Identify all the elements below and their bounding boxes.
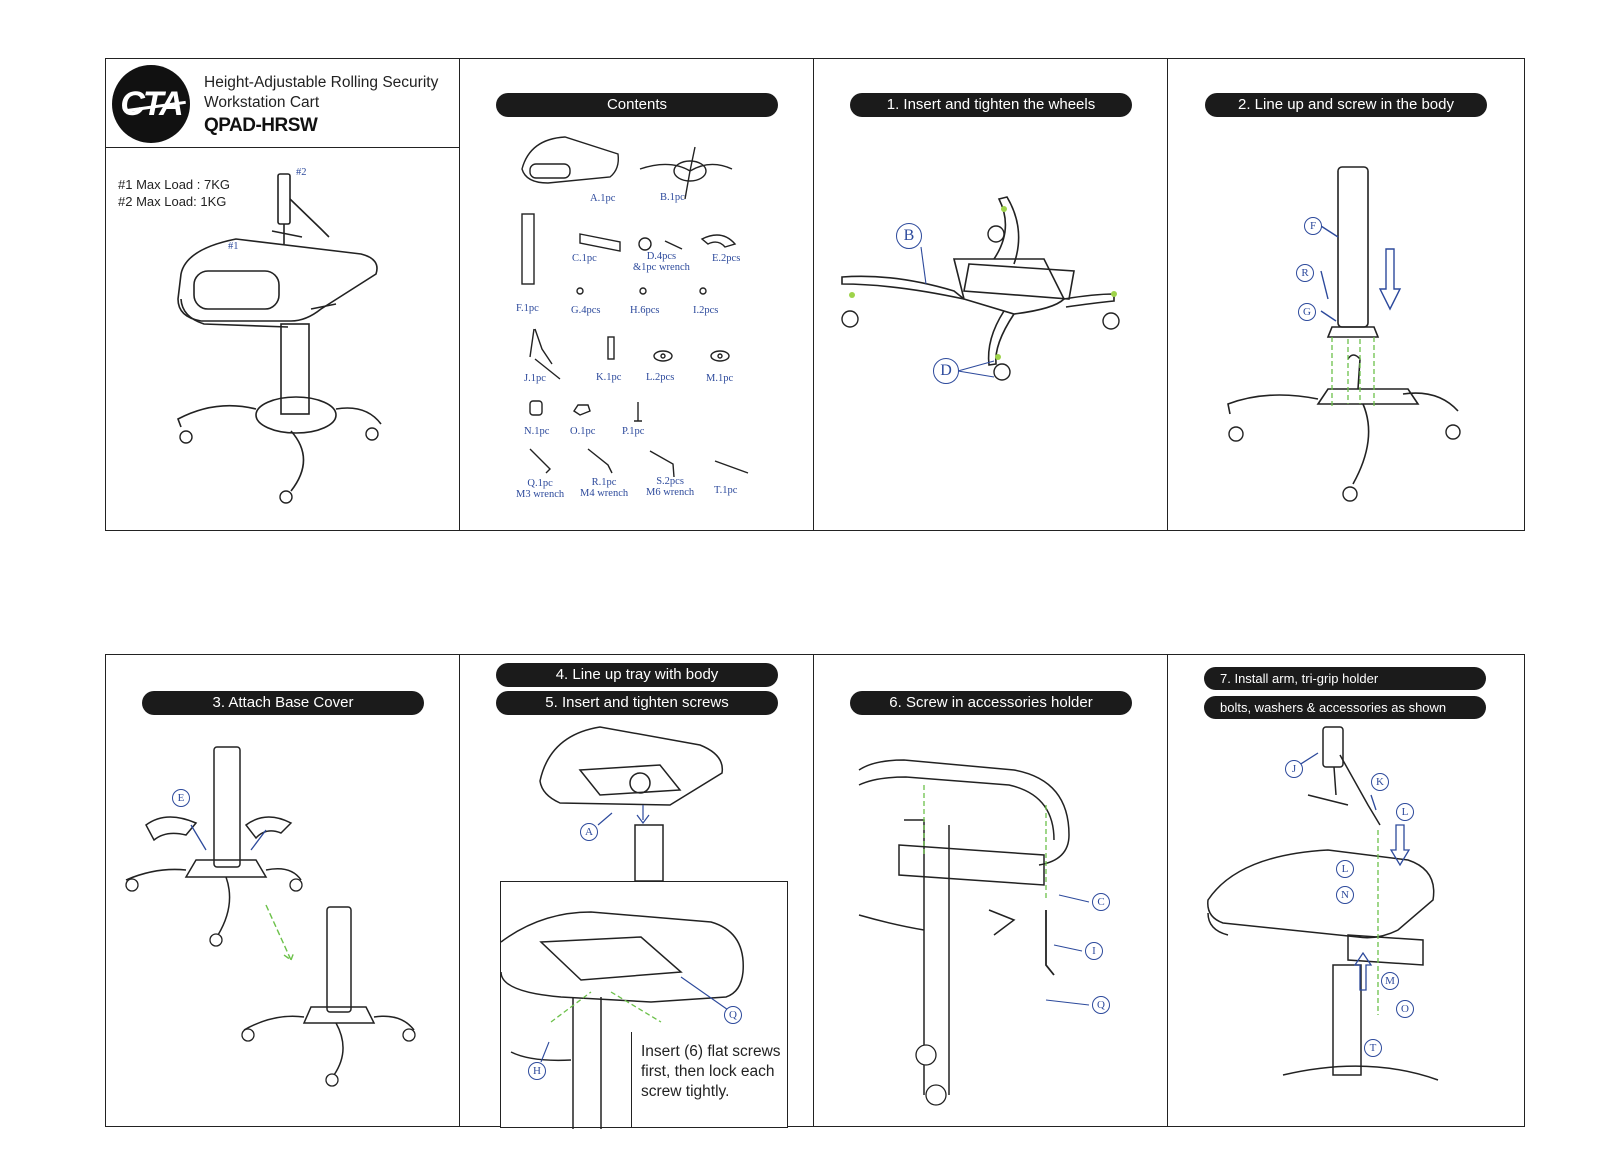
- step1-panel: 1. Insert and tighten the wheels B D: [814, 59, 1168, 530]
- screw-detail-illustration: [500, 911, 744, 1129]
- step4-title: 4. Line up tray with body: [496, 663, 778, 687]
- model-number: QPAD-HRSW: [204, 115, 318, 136]
- callout-l-top: L: [1396, 803, 1414, 821]
- callout-q-inset: Q: [724, 1006, 742, 1024]
- max-load-1: #1 Max Load : 7KG: [118, 177, 231, 192]
- base-wheels-illustration: [841, 196, 1120, 381]
- part-l-label: L.2pcs: [646, 372, 675, 383]
- part-r-label: R.1pc M4 wrench: [580, 477, 629, 499]
- mark-1: #1: [228, 241, 239, 252]
- step3-panel: 3. Attach Base Cover E: [106, 655, 460, 1126]
- step7-title-line2: bolts, washers & accessories as shown: [1204, 696, 1486, 719]
- screw-instruction: Insert (6) flat screws first, then lock …: [641, 1043, 781, 1100]
- callout-q: Q: [1092, 996, 1110, 1014]
- arm-holder-illustration: [1207, 726, 1439, 1081]
- body-base-illustration: [1227, 166, 1461, 502]
- accessories-holder-illustration: [858, 759, 1090, 1106]
- step7-panel: 7. Install arm, tri-grip holder bolts, w…: [1168, 655, 1526, 1126]
- step7-title-line1: 7. Install arm, tri-grip holder: [1204, 667, 1486, 690]
- part-k-label: K.1pc: [596, 372, 622, 383]
- contents-title: Contents: [496, 93, 778, 117]
- mark-2: #2: [296, 167, 307, 178]
- part-g-label: G.4pcs: [571, 305, 601, 316]
- screw-detail-inset: Q H Insert (6) flat screws first, then l…: [500, 881, 788, 1129]
- step2-panel: 2. Line up and screw in the body: [1168, 59, 1526, 530]
- callout-d: D: [933, 358, 959, 384]
- part-a-label: A.1pc: [590, 193, 616, 204]
- part-n-label: N.1pc: [524, 426, 550, 437]
- part-s-label: S.2pcs M6 wrench: [646, 476, 695, 498]
- cta-logo: CTA: [112, 65, 190, 143]
- callout-e: E: [172, 789, 190, 807]
- callout-o: O: [1396, 1000, 1414, 1018]
- callout-c: C: [1092, 893, 1110, 911]
- callout-n: N: [1336, 886, 1354, 904]
- part-i-label: I.2pcs: [693, 305, 719, 316]
- tray-body-illustration: [539, 726, 724, 882]
- callout-f: F: [1304, 217, 1322, 235]
- part-j-label: J.1pc: [524, 373, 546, 384]
- callout-h: H: [528, 1062, 546, 1080]
- part-e-label: E.2pcs: [712, 253, 741, 264]
- part-p-label: P.1pc: [622, 426, 645, 437]
- product-header: CTA Height-Adjustable Rolling Security W…: [106, 59, 460, 148]
- step4-5-panel: 4. Line up tray with body 5. Insert and …: [460, 655, 814, 1129]
- callout-m: M: [1381, 972, 1399, 990]
- product-title: Height-Adjustable Rolling Security Works…: [204, 74, 439, 111]
- part-o-label: O.1pc: [570, 426, 596, 437]
- max-load-2: #2 Max Load: 1KG: [118, 194, 227, 209]
- callout-b: B: [896, 223, 922, 249]
- part-f-label: F.1pc: [516, 303, 539, 314]
- step1-title: 1. Insert and tighten the wheels: [850, 93, 1132, 117]
- parts-illustration: [521, 136, 749, 478]
- base-cover-illustration: [125, 746, 416, 1087]
- callout-k: K: [1371, 773, 1389, 791]
- step5-title: 5. Insert and tighten screws: [496, 691, 778, 715]
- part-b-label: B.1pc: [660, 192, 685, 203]
- part-d-label: D.4pcs &1pc wrench: [633, 251, 690, 273]
- step6-title: 6. Screw in accessories holder: [850, 691, 1132, 715]
- overview-panel: CTA Height-Adjustable Rolling Security W…: [106, 59, 460, 530]
- callout-a: A: [580, 823, 598, 841]
- assembled-cart-illustration: [177, 173, 382, 504]
- step6-panel: 6. Screw in accessories holder C I Q: [814, 655, 1168, 1126]
- part-q-label: Q.1pc M3 wrench: [516, 478, 565, 500]
- callout-g: G: [1298, 303, 1316, 321]
- part-c-label: C.1pc: [572, 253, 597, 264]
- bottom-sheet: 3. Attach Base Cover E: [105, 654, 1526, 1129]
- callout-l-bottom: L: [1336, 860, 1354, 878]
- part-h-label: H.6pcs: [630, 305, 660, 316]
- part-m-label: M.1pc: [706, 373, 734, 384]
- callout-j: J: [1285, 760, 1303, 778]
- top-sheet: CTA Height-Adjustable Rolling Security W…: [105, 58, 1525, 531]
- callout-r: R: [1296, 264, 1314, 282]
- contents-panel: Contents: [460, 59, 814, 530]
- step2-title: 2. Line up and screw in the body: [1205, 93, 1487, 117]
- step3-title: 3. Attach Base Cover: [142, 691, 424, 715]
- callout-t: T: [1364, 1039, 1382, 1057]
- callout-i: I: [1085, 942, 1103, 960]
- part-t-label: T.1pc: [714, 485, 738, 496]
